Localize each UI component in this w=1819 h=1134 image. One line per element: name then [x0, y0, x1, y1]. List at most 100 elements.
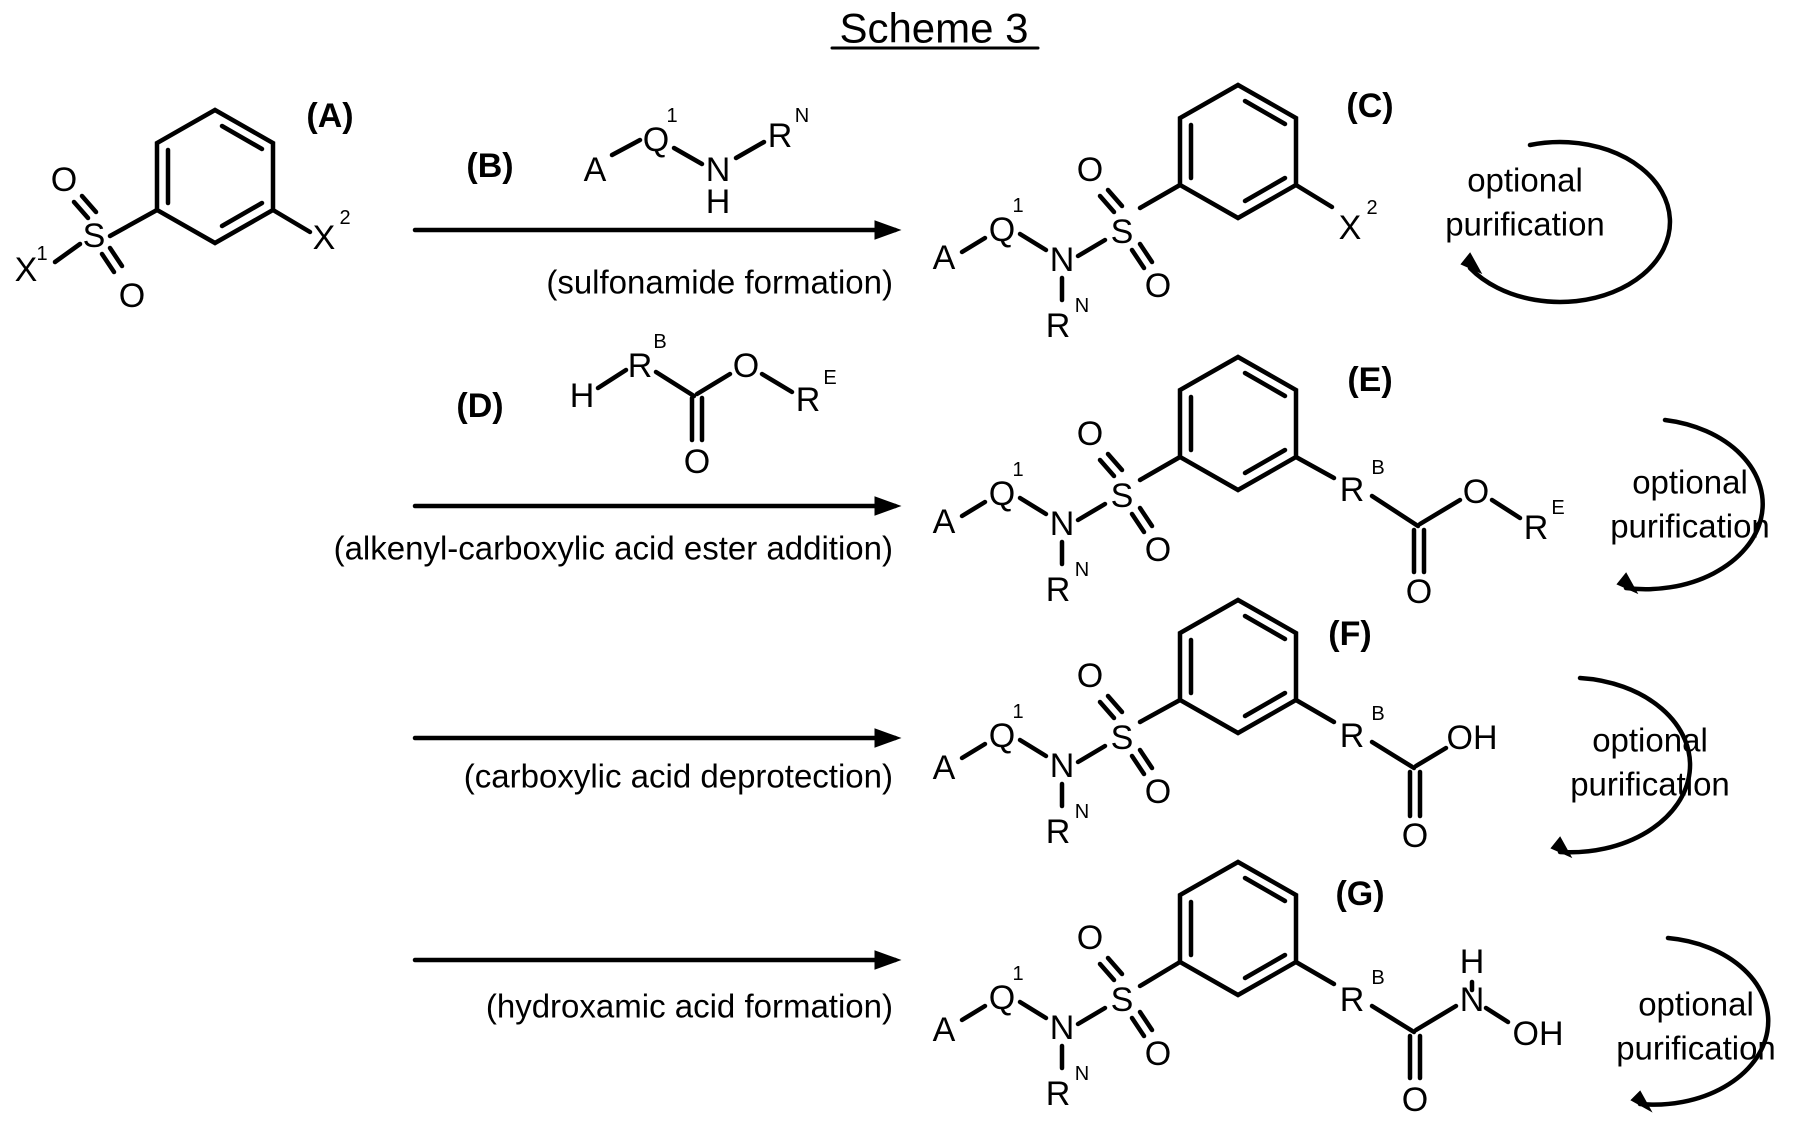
reagent-d: (D) H R B O O R E — [456, 331, 836, 481]
benzene-ring-e — [1180, 357, 1296, 490]
svg-text:purification: purification — [1616, 1030, 1776, 1067]
svg-text:purification: purification — [1610, 508, 1770, 545]
svg-text:O: O — [684, 443, 710, 481]
svg-text:optional: optional — [1592, 722, 1708, 759]
svg-text:OH: OH — [1447, 719, 1498, 757]
label-b: (B) — [466, 147, 513, 185]
svg-text:R: R — [1340, 981, 1365, 1019]
svg-text:1: 1 — [666, 105, 677, 127]
svg-text:O: O — [119, 277, 145, 315]
svg-text:B: B — [1371, 967, 1384, 989]
svg-text:A: A — [584, 151, 607, 189]
benzene-ring-g — [1180, 862, 1296, 995]
svg-text:N: N — [1075, 801, 1089, 823]
svg-text:R: R — [768, 117, 793, 155]
svg-text:1: 1 — [36, 243, 47, 265]
svg-text:R: R — [1046, 1075, 1071, 1113]
svg-text:O: O — [1402, 817, 1428, 855]
svg-text:B: B — [653, 331, 666, 353]
benzene-ring-f — [1180, 600, 1296, 733]
svg-text:H: H — [706, 183, 731, 221]
compound-c: X 2 S O O N R N Q 1 A (C) — [933, 85, 1394, 345]
svg-text:X: X — [1339, 209, 1362, 247]
svg-text:O: O — [1077, 151, 1103, 189]
svg-text:X: X — [313, 219, 336, 257]
arrow-step-4: (hydroxamic acid formation) — [415, 951, 900, 1025]
condition-step-2: (alkenyl-carboxylic acid ester addition) — [334, 530, 893, 567]
arrow-step-2: (alkenyl-carboxylic acid ester addition) — [334, 497, 900, 567]
label-d: (D) — [456, 387, 503, 425]
svg-text:N: N — [1050, 505, 1075, 543]
svg-text:1: 1 — [1012, 963, 1023, 985]
reagent-b: (B) A Q 1 N H R N — [466, 105, 809, 221]
benzene-ring-c — [1180, 85, 1296, 218]
svg-text:O: O — [1145, 267, 1171, 305]
svg-text:Q: Q — [989, 211, 1015, 249]
svg-text:OH: OH — [1513, 1015, 1564, 1053]
svg-text:R: R — [628, 347, 653, 385]
svg-text:optional: optional — [1638, 986, 1754, 1023]
arrow-step-3: (carboxylic acid deprotection) — [415, 729, 900, 795]
svg-text:A: A — [933, 749, 956, 787]
svg-text:Q: Q — [989, 475, 1015, 513]
svg-text:N: N — [1075, 559, 1089, 581]
purification-loop-2: optional purification — [1610, 420, 1770, 592]
svg-text:S: S — [1111, 719, 1134, 757]
benzene-ring-a — [157, 110, 273, 243]
svg-text:A: A — [933, 503, 956, 541]
svg-text:N: N — [1050, 747, 1075, 785]
svg-text:N: N — [1075, 1063, 1089, 1085]
svg-text:A: A — [933, 1011, 956, 1049]
condition-step-4: (hydroxamic acid formation) — [486, 988, 893, 1025]
svg-text:O: O — [1077, 415, 1103, 453]
svg-text:N: N — [1050, 241, 1075, 279]
scheme-title: Scheme 3 — [839, 5, 1028, 52]
svg-text:O: O — [1406, 573, 1432, 611]
svg-text:O: O — [1402, 1081, 1428, 1119]
compound-a: S O O X 1 X 2 (A) — [15, 97, 354, 315]
label-f: (F) — [1328, 615, 1371, 653]
svg-text:O: O — [1463, 473, 1489, 511]
label-c: (C) — [1346, 87, 1393, 125]
svg-text:H: H — [1460, 943, 1485, 981]
svg-text:Q: Q — [989, 979, 1015, 1017]
compound-g: S O O N R N Q 1 A R B O N H OH (G) — [933, 862, 1564, 1119]
svg-text:Q: Q — [989, 717, 1015, 755]
condition-step-3: (carboxylic acid deprotection) — [464, 758, 893, 795]
svg-text:optional: optional — [1467, 162, 1583, 199]
svg-text:1: 1 — [1012, 701, 1023, 723]
svg-text:optional: optional — [1632, 464, 1748, 501]
svg-text:R: R — [1046, 813, 1071, 851]
svg-text:E: E — [823, 367, 836, 389]
svg-text:S: S — [83, 217, 106, 255]
svg-text:O: O — [1145, 531, 1171, 569]
svg-text:1: 1 — [1012, 195, 1023, 217]
purification-loop-4: optional purification — [1616, 938, 1776, 1110]
svg-text:B: B — [1371, 457, 1384, 479]
arrow-step-1: (sulfonamide formation) — [415, 221, 900, 301]
svg-text:1: 1 — [1012, 459, 1023, 481]
purification-loop-3: optional purification — [1552, 678, 1730, 856]
svg-text:S: S — [1111, 477, 1134, 515]
svg-text:A: A — [933, 239, 956, 277]
compound-f: S O O N R N Q 1 A R B O OH (F) — [933, 600, 1498, 855]
condition-step-1: (sulfonamide formation) — [546, 264, 893, 301]
svg-text:E: E — [1551, 497, 1564, 519]
label-e: (E) — [1347, 361, 1392, 399]
svg-text:R: R — [796, 381, 821, 419]
svg-text:purification: purification — [1570, 766, 1730, 803]
svg-text:B: B — [1371, 703, 1384, 725]
svg-text:O: O — [1077, 657, 1103, 695]
svg-text:R: R — [1046, 307, 1071, 345]
svg-text:O: O — [733, 347, 759, 385]
svg-text:R: R — [1340, 717, 1365, 755]
label-a: (A) — [306, 97, 353, 135]
svg-text:2: 2 — [1366, 197, 1377, 219]
label-g: (G) — [1335, 875, 1384, 913]
svg-text:O: O — [1077, 919, 1103, 957]
compound-e: S O O N R N Q 1 A R B O O R E (E) — [933, 357, 1565, 611]
svg-text:purification: purification — [1445, 206, 1605, 243]
svg-text:O: O — [1145, 773, 1171, 811]
svg-text:N: N — [795, 105, 809, 127]
purification-loop-1: optional purification — [1445, 142, 1670, 302]
